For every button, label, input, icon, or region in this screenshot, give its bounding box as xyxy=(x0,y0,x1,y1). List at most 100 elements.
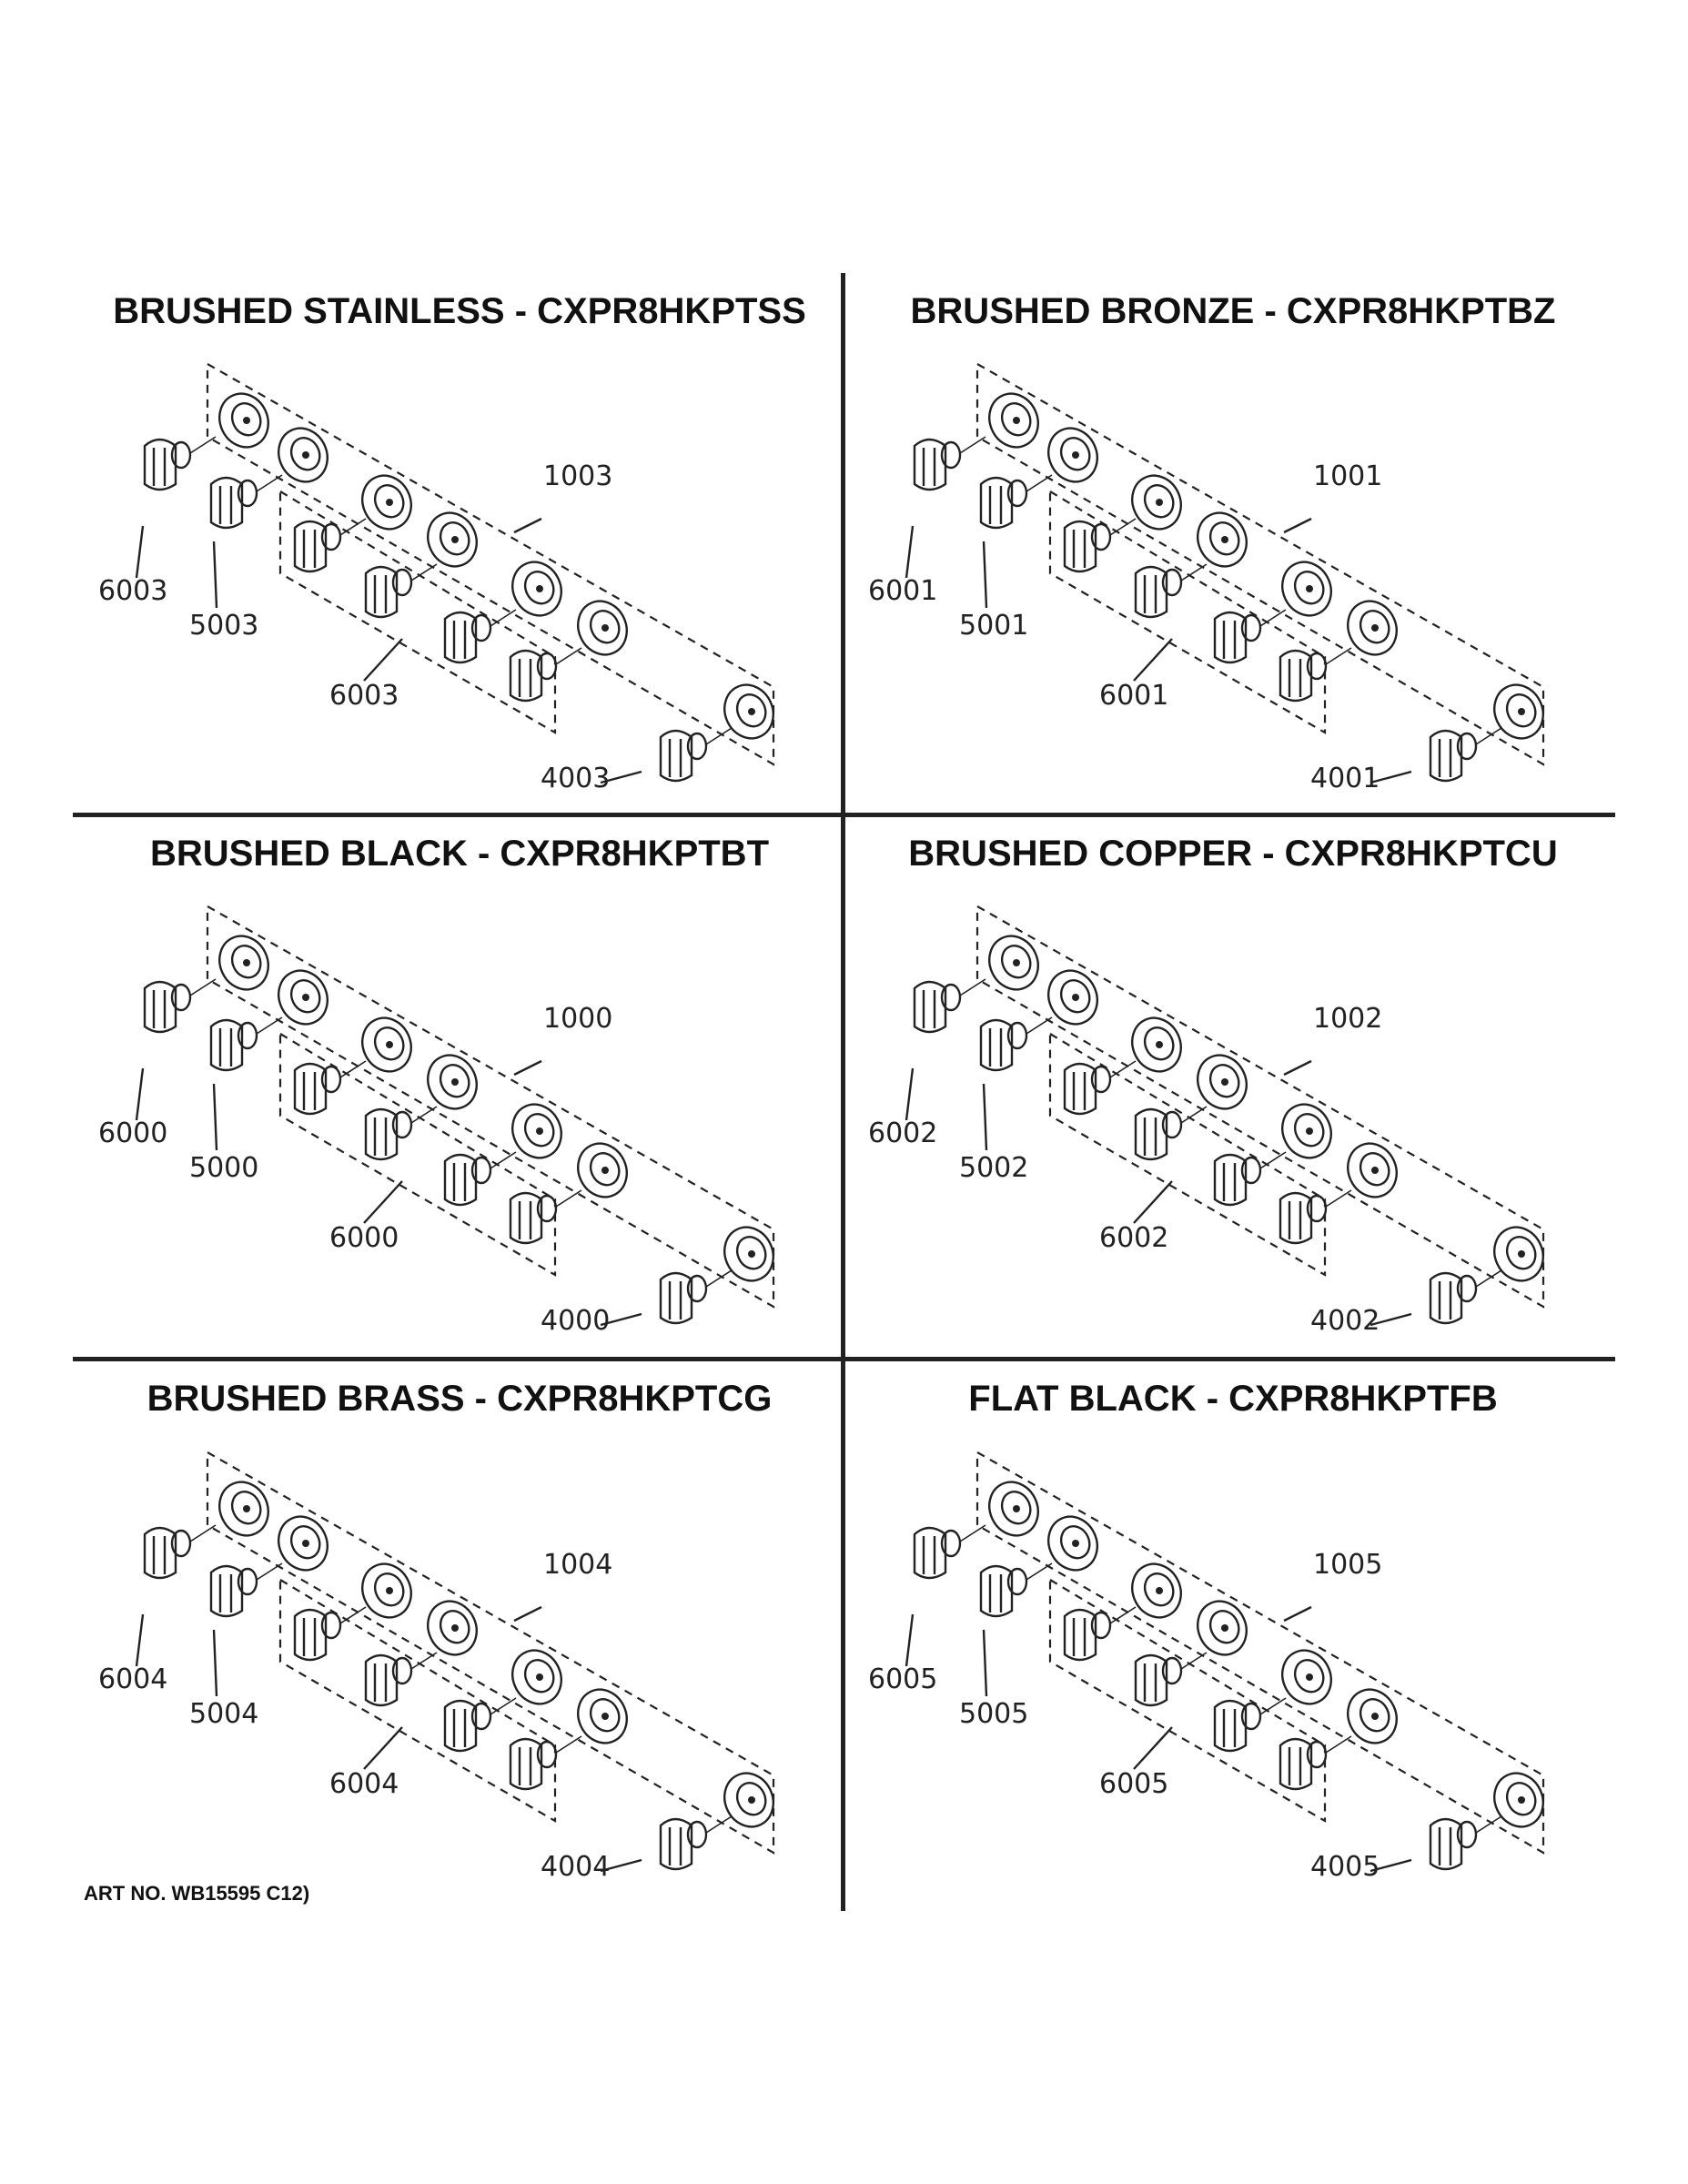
callout-leader-line xyxy=(212,1629,218,1697)
bezel-ring xyxy=(1047,1515,1098,1572)
knob-row-outline-dashed xyxy=(278,490,557,734)
callout-knob-left: 6004 xyxy=(98,1663,168,1695)
panel-title: BRUSHED COPPER - CXPR8HKPTCU xyxy=(908,834,1558,874)
bezel-ring xyxy=(988,1481,1039,1537)
callout-knob-mid: 5000 xyxy=(189,1152,259,1184)
bezel-ring xyxy=(1347,1142,1398,1198)
callout-leader-line xyxy=(905,525,915,579)
knob-kit-group xyxy=(905,363,1545,784)
callout-knob-mid: 5005 xyxy=(959,1698,1029,1730)
control-knob xyxy=(1279,1189,1352,1245)
control-knob xyxy=(1213,609,1287,664)
control-knob xyxy=(1134,1652,1208,1707)
knob-kit-group xyxy=(135,1451,775,1873)
knob-kit-group xyxy=(905,1451,1545,1873)
bezel-ring xyxy=(577,1688,628,1744)
bezel-ring xyxy=(1197,1600,1248,1656)
bezel-ring xyxy=(1493,683,1544,740)
control-knob xyxy=(293,1606,367,1662)
knob-kit-group xyxy=(135,905,775,1327)
knob-kit-group xyxy=(135,363,775,784)
callout-leader-line xyxy=(1283,517,1312,534)
callout-leader-line xyxy=(363,638,403,682)
bezel-ring xyxy=(1131,1562,1182,1619)
callout-leader-line xyxy=(600,770,642,784)
control-knob xyxy=(209,1016,283,1072)
callout-knob-mid: 5003 xyxy=(189,610,259,642)
panel-title: FLAT BLACK - CXPR8HKPTFB xyxy=(968,1379,1498,1419)
control-knob xyxy=(1063,1060,1137,1116)
control-knob xyxy=(1429,727,1502,783)
bezel-ring xyxy=(723,683,774,740)
callout-leader-line xyxy=(1283,1059,1312,1077)
callout-knob-row: 6005 xyxy=(1099,1768,1169,1800)
bezel-ring xyxy=(278,969,329,1026)
callout-knob-mid: 5002 xyxy=(959,1152,1029,1184)
bezel-ring xyxy=(1047,969,1098,1026)
bezel-ring xyxy=(1281,1103,1332,1159)
callout-leader-line xyxy=(513,1059,542,1077)
callout-leader-line xyxy=(600,1312,642,1327)
knob-row-outline-dashed xyxy=(278,1579,557,1823)
horizontal-divider-top xyxy=(73,813,1615,817)
callout-leader-line xyxy=(212,541,218,609)
art-number: ART NO. WB15595 C12) xyxy=(84,1882,310,1905)
knob-kit-group xyxy=(905,905,1545,1327)
bezel-ring xyxy=(1197,1054,1248,1110)
bezel-ring xyxy=(577,1142,628,1198)
control-knob xyxy=(443,1151,517,1207)
control-knob xyxy=(1134,1106,1208,1161)
kit-outline-dashed xyxy=(975,1451,1545,1855)
bezel-ring xyxy=(361,1562,412,1619)
control-knob xyxy=(1063,518,1137,573)
callout-leader-line xyxy=(1370,1312,1412,1327)
panel-title: BRUSHED STAINLESS - CXPR8HKPTSS xyxy=(113,291,806,331)
callout-leader-line xyxy=(600,1858,642,1873)
bezel-ring xyxy=(427,1600,478,1656)
control-knob xyxy=(1063,1606,1137,1662)
callout-knob-mid: 5001 xyxy=(959,610,1029,642)
control-knob xyxy=(143,436,217,491)
callout-leader-line xyxy=(135,1613,145,1667)
callout-leader-line xyxy=(1283,1605,1312,1623)
bezel-ring xyxy=(511,1649,562,1705)
control-knob xyxy=(443,609,517,664)
callout-knob-mid: 5004 xyxy=(189,1698,259,1730)
kit-outline-dashed xyxy=(975,905,1545,1309)
control-knob xyxy=(209,1562,283,1618)
callout-leader-line xyxy=(1133,638,1173,682)
knob-row-outline-dashed xyxy=(1048,1033,1327,1277)
control-knob xyxy=(509,1735,582,1791)
knob-row-outline-dashed xyxy=(278,1033,557,1277)
control-knob xyxy=(979,1562,1053,1618)
bezel-ring xyxy=(723,1226,774,1282)
panel-title: BRUSHED BLACK - CXPR8HKPTBT xyxy=(149,834,770,874)
callout-leader-line xyxy=(363,1180,403,1224)
bezel-ring xyxy=(1131,474,1182,531)
control-knob xyxy=(1429,1269,1502,1325)
bezel-ring xyxy=(218,935,269,991)
callout-knob-right: 4003 xyxy=(541,763,611,794)
callout-leader-line xyxy=(982,541,988,609)
control-knob xyxy=(364,1652,438,1707)
callout-knob-row: 6000 xyxy=(329,1222,399,1254)
callout-leader-line xyxy=(363,1726,403,1770)
control-knob xyxy=(913,978,986,1034)
horizontal-divider-bottom xyxy=(73,1357,1615,1361)
bezel-ring xyxy=(511,561,562,617)
panel-title: BRUSHED BRASS - CXPR8HKPTCG xyxy=(147,1379,773,1419)
callout-leader-line xyxy=(135,525,145,579)
callout-kit: 1000 xyxy=(543,1003,613,1035)
control-knob xyxy=(913,436,986,491)
control-knob xyxy=(1279,647,1352,703)
callout-knob-row: 6003 xyxy=(329,680,399,712)
bezel-ring xyxy=(1047,427,1098,483)
control-knob xyxy=(143,978,217,1034)
bezel-ring xyxy=(427,511,478,568)
